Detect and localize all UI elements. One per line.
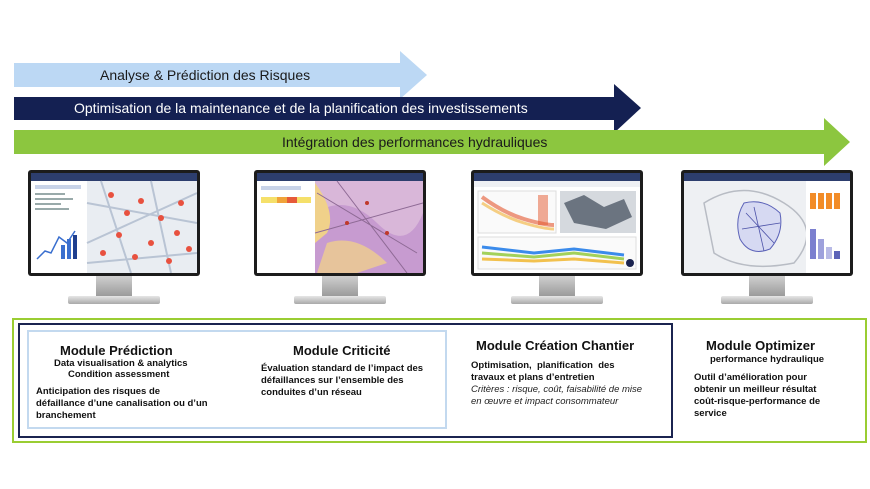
module-chantier-text-1: Optimisation, planification des [471, 360, 615, 371]
modules-panel-inner [18, 323, 673, 438]
monitor-optimizer [681, 170, 853, 312]
module-optimizer-text-1: Outil d’amélioration pour [694, 372, 807, 383]
module-prediction-subtitle-2: Condition assessment [68, 369, 170, 380]
module-criticite-text-1: Évaluation standard de l’impact des [261, 363, 424, 374]
module-optimizer-text-3: coût-risque-performance de [694, 396, 821, 407]
module-optimizer-title: Module Optimizer [706, 338, 816, 353]
criticite-map-screen [257, 173, 423, 273]
arrow-maintenance-optimisation-label: Optimisation de la maintenance et de la … [74, 100, 528, 116]
optimizer-map-screen [684, 173, 850, 273]
module-prediction-text-1: Anticipation des risques de [36, 386, 161, 397]
roadmap-arrows [14, 51, 850, 166]
module-prediction-title: Module Prédiction [60, 343, 173, 358]
module-chantier-criteria-2: en œuvre et impact consommateur [471, 396, 619, 407]
monitor-chantier [471, 170, 643, 312]
module-chantier-criteria-1: Critères : risque, coût, faisabilité de … [471, 384, 643, 395]
prediction-map-screen [31, 173, 197, 273]
module-prediction-text-3: branchement [36, 410, 96, 421]
arrow-hydraulic-integration [14, 118, 850, 166]
monitor-criticite [254, 170, 426, 312]
arrow-risk-analysis-label: Analyse & Prédiction des Risques [100, 67, 311, 83]
module-prediction-subtitle-1: Data visualisation & analytics [54, 358, 188, 369]
modules-panel-prediction-criticite [27, 330, 447, 429]
module-chantier-text-2: travaux et plans d’entretien [471, 372, 595, 383]
module-chantier-title: Module Création Chantier [476, 338, 635, 353]
module-optimizer-text-2: obtenir un meilleur résultat [694, 384, 817, 395]
monitor-prediction [28, 170, 200, 312]
module-criticite-text-3: conduites d’un réseau [261, 387, 362, 398]
arrow-risk-analysis [14, 51, 427, 99]
module-criticite-text-2: défaillances sur l’ensemble des [261, 375, 404, 386]
module-optimizer-subtitle: performance hydraulique [710, 354, 825, 365]
modules-panel-outer [12, 318, 867, 443]
module-criticite-title: Module Criticité [293, 343, 391, 358]
module-prediction-text-2: défaillance d’une canalisation ou d’un [36, 398, 208, 409]
arrow-hydraulic-integration-label: Intégration des performances hydraulique… [282, 134, 548, 150]
arrow-maintenance-optimisation [14, 84, 641, 133]
chantier-dashboard-screen [474, 173, 640, 270]
module-optimizer-text-4: service [694, 408, 727, 419]
